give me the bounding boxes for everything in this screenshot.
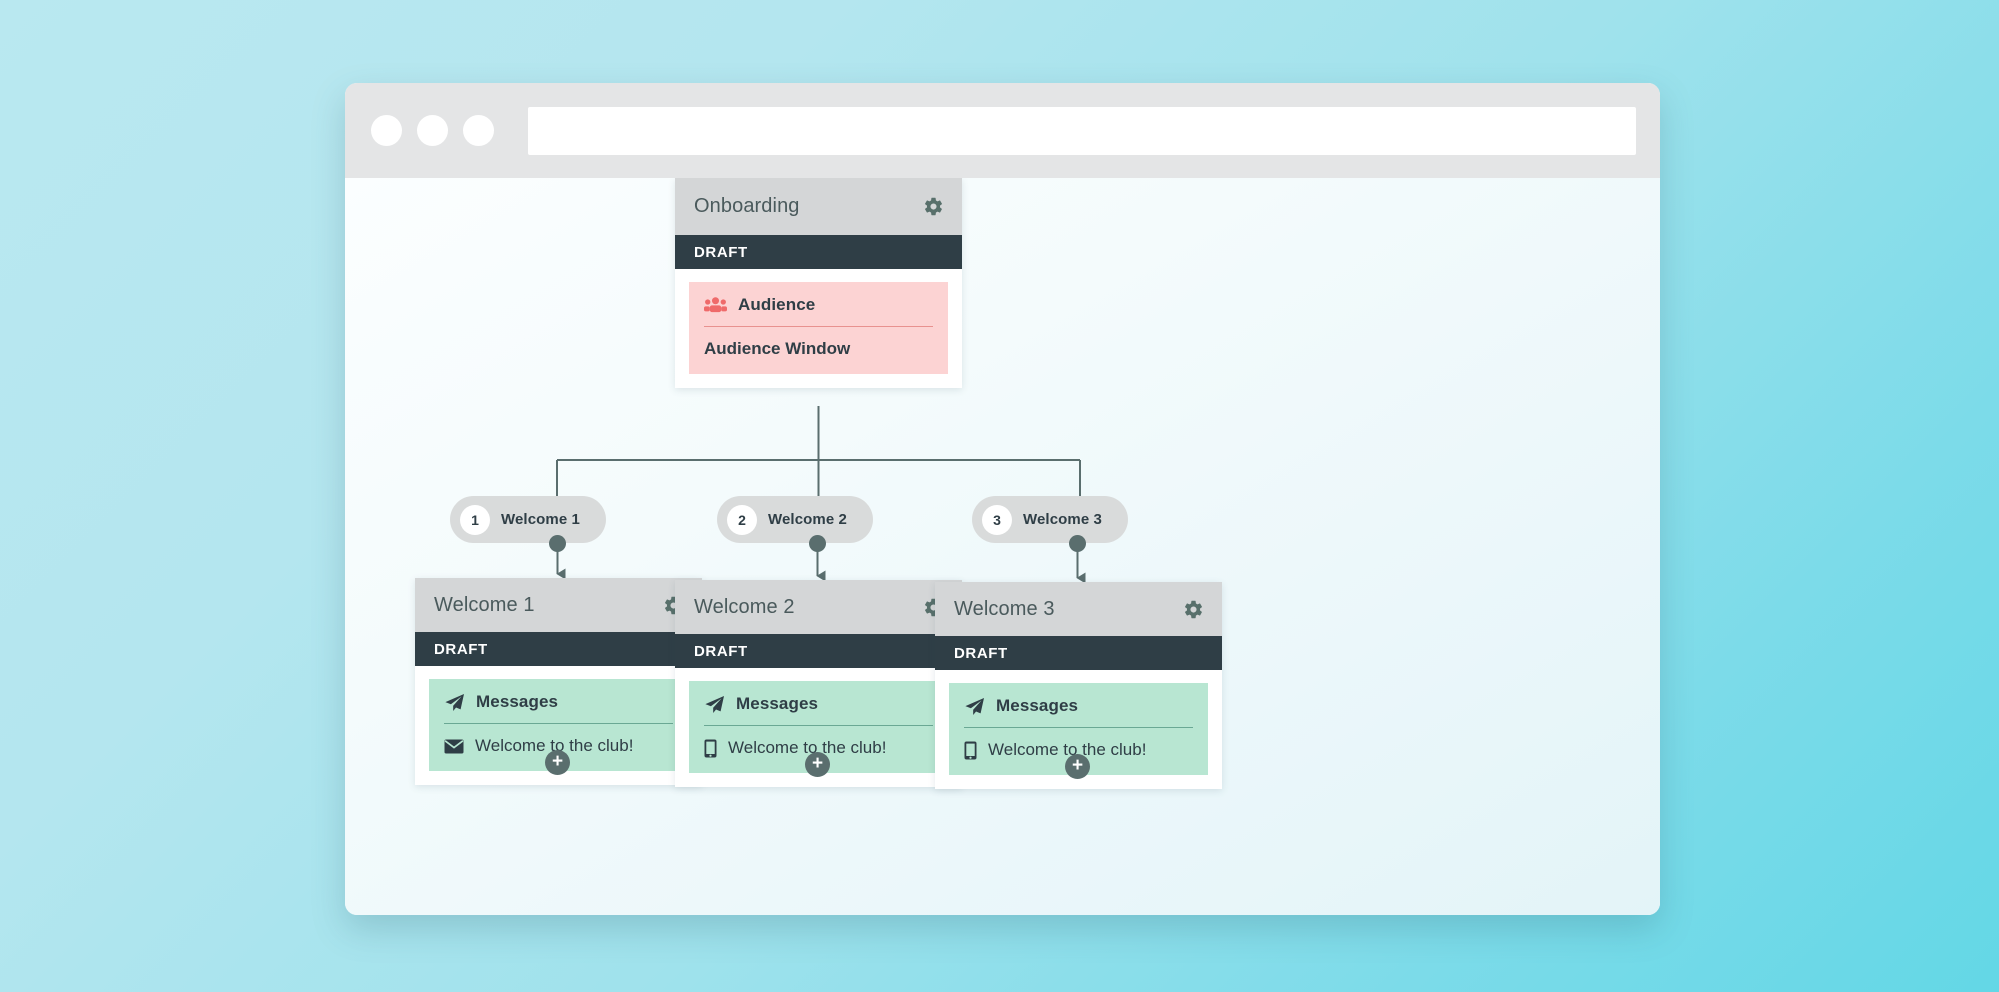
branch-pill-number: 1 [460,504,490,535]
branch-pill-welcome-1[interactable]: 1 Welcome 1 [450,496,606,543]
card-title: Welcome 3 [954,597,1055,620]
plus-icon: + [1071,755,1084,776]
add-step-button[interactable]: + [545,750,570,775]
messages-block-header: Messages [444,692,673,712]
flow-card-onboarding[interactable]: Onboarding DRAFT [675,178,962,388]
card-header: Onboarding [675,178,962,235]
branch-pill-label: Welcome 3 [1023,511,1102,528]
card-header: Welcome 1 [415,578,702,632]
card-header: Welcome 3 [935,582,1222,636]
close-icon[interactable] [371,115,402,146]
connector-dot [549,535,566,552]
messages-block-detail: Welcome to the club! [728,738,887,757]
gear-icon[interactable] [1181,597,1205,621]
browser-chrome [345,83,1660,178]
add-step-button[interactable]: + [805,752,830,777]
minimize-icon[interactable] [417,115,448,146]
traffic-lights [371,115,494,146]
card-header: Welcome 2 [675,580,962,634]
flow-card-welcome-3[interactable]: Welcome 3 DRAFT [935,582,1222,789]
plus-icon: + [551,751,564,772]
browser-window: Onboarding DRAFT [345,83,1660,915]
messages-block-title: Messages [476,692,559,711]
status-badge-label: DRAFT [954,644,1008,662]
messages-block-detail-row: Welcome to the club! [964,740,1193,760]
branch-pill-welcome-2[interactable]: 2 Welcome 2 [717,496,873,543]
messages-block-title: Messages [736,694,819,713]
envelope-icon [444,739,464,754]
divider [444,723,673,724]
mobile-phone-icon [704,739,717,758]
branch-pill-number: 3 [982,504,1012,535]
connector-dot [809,535,826,552]
messages-block-detail: Welcome to the club! [988,740,1147,759]
paper-plane-icon [964,697,985,716]
messages-block-detail-row: Welcome to the club! [444,736,673,756]
paper-plane-icon [444,693,465,712]
branch-pill-number: 2 [727,504,757,535]
maximize-icon[interactable] [463,115,494,146]
messages-block-header: Messages [704,694,933,714]
address-bar-input[interactable] [528,106,1636,155]
card-title: Welcome 1 [434,593,535,616]
card-body: Audience Audience Window [675,269,962,388]
messages-block-detail-row: Welcome to the club! [704,738,933,758]
audience-block[interactable]: Audience Audience Window [689,282,948,374]
audience-block-detail: Audience Window [704,339,851,358]
workflow-canvas[interactable]: Onboarding DRAFT [345,178,1660,915]
plus-icon: + [811,753,824,774]
page-title: Onboarding [694,195,800,217]
mobile-phone-icon [964,741,977,760]
card-title: Welcome 2 [694,595,795,618]
branch-pill-label: Welcome 2 [768,511,847,528]
gear-icon[interactable] [921,195,945,219]
status-badge-label: DRAFT [694,243,748,261]
connector-dot [1069,535,1086,552]
branch-pill-label: Welcome 1 [501,511,580,528]
audience-block-header: Audience [704,295,933,315]
messages-block-detail: Welcome to the club! [475,736,634,755]
status-badge: DRAFT [415,632,702,666]
audience-block-title: Audience [738,295,816,314]
status-badge-label: DRAFT [434,640,488,658]
people-group-icon [704,296,727,314]
status-badge: DRAFT [675,235,962,269]
paper-plane-icon [704,695,725,714]
messages-block-header: Messages [964,696,1193,716]
branch-pill-welcome-3[interactable]: 3 Welcome 3 [972,496,1128,543]
status-badge: DRAFT [675,634,962,668]
divider [704,725,933,726]
divider [704,326,933,327]
divider [964,727,1193,728]
status-badge: DRAFT [935,636,1222,670]
add-step-button[interactable]: + [1065,754,1090,779]
messages-block-title: Messages [996,696,1079,715]
connector-lines [556,178,1086,584]
status-badge-label: DRAFT [694,642,748,660]
